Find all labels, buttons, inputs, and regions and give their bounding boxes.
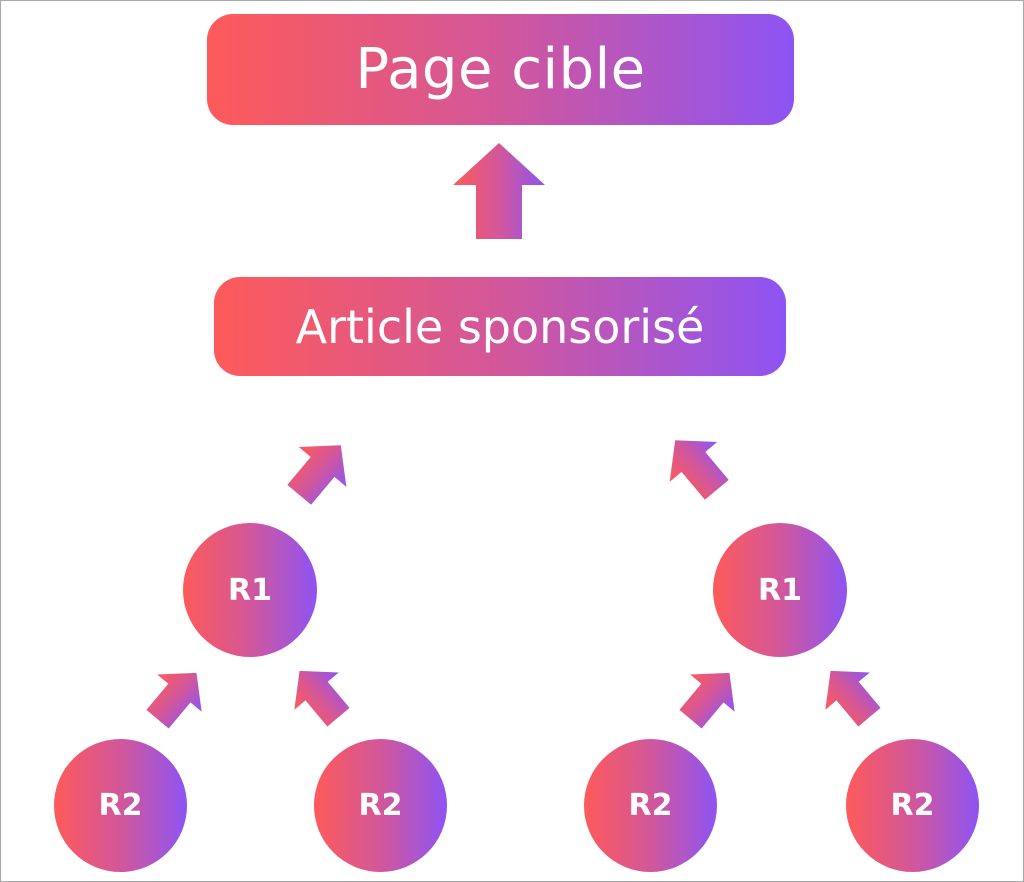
r1-node-left: R1 <box>183 523 317 657</box>
r1-label: R1 <box>758 572 802 608</box>
target-page-label: Page cible <box>355 37 646 102</box>
r2-node-3: R2 <box>584 739 717 872</box>
arrow-up-right-icon <box>668 654 752 738</box>
r2-label: R2 <box>358 788 403 823</box>
arrow-up-left-icon <box>277 652 361 736</box>
r2-label: R2 <box>98 788 143 823</box>
sponsored-article-box: Article sponsorisé <box>214 277 786 376</box>
r1-node-right: R1 <box>713 523 847 657</box>
arrow-up-icon <box>453 143 545 239</box>
arrow-up-right-icon <box>135 654 219 738</box>
target-page-box: Page cible <box>207 14 794 125</box>
arrow-up-right-icon <box>275 425 365 515</box>
r2-label: R2 <box>628 788 673 823</box>
r1-label: R1 <box>228 572 272 608</box>
r2-node-4: R2 <box>846 739 979 872</box>
r2-node-2: R2 <box>314 739 447 872</box>
sponsored-article-label: Article sponsorisé <box>295 299 705 354</box>
arrow-up-left-icon <box>808 652 892 736</box>
r2-node-1: R2 <box>54 739 187 872</box>
arrow-up-left-icon <box>651 420 741 510</box>
r2-label: R2 <box>890 788 935 823</box>
